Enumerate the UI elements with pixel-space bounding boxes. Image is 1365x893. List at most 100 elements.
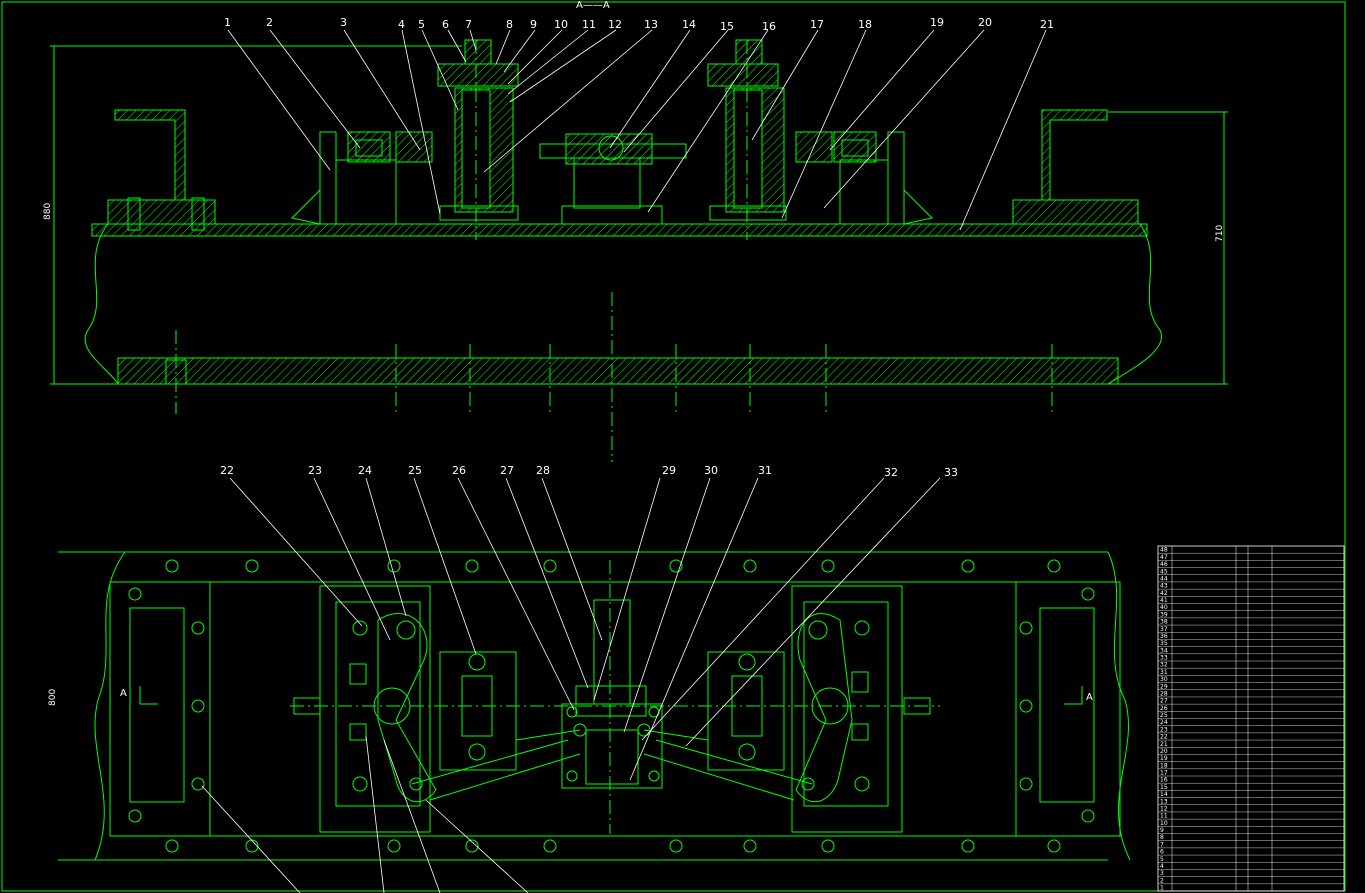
bom-row-number: 37 [1160, 626, 1168, 633]
bom-row-number: 26 [1160, 705, 1168, 712]
bom-table: 4847464544434241403938373635343332313029… [1157, 545, 1345, 892]
bom-row-number: 31 [1160, 669, 1168, 676]
bom-row-number: 25 [1160, 712, 1168, 719]
bom-row-number: 3 [1160, 870, 1164, 877]
bom-row-number: 39 [1160, 611, 1168, 618]
balloon-29: 29 [662, 464, 676, 477]
bom-row-number: 19 [1160, 755, 1168, 762]
balloon-31: 31 [758, 464, 772, 477]
bom-row-number: 18 [1160, 762, 1168, 769]
bom-row-number: 15 [1160, 784, 1168, 791]
balloon-33: 33 [944, 466, 958, 479]
bom-row-number: 9 [1160, 827, 1164, 834]
bom-row-number: 42 [1160, 590, 1168, 597]
balloon-14: 14 [682, 18, 696, 31]
balloon-9: 9 [530, 18, 537, 31]
bom-row-number: 30 [1160, 676, 1168, 683]
balloon-17: 17 [810, 18, 824, 31]
balloon-21: 21 [1040, 18, 1054, 31]
bom-row-number: 43 [1160, 583, 1168, 590]
bom-row-number: 40 [1160, 604, 1168, 611]
view-marker-right: A [1086, 692, 1093, 703]
bom-row-number: 35 [1160, 640, 1168, 647]
bolt-circles [128, 559, 1095, 853]
balloon-3: 3 [340, 16, 347, 29]
base-plate [91, 223, 1148, 237]
bom-row-number: 45 [1160, 568, 1168, 575]
lower-plate [117, 357, 1119, 385]
plan-view-bottom [58, 551, 1131, 861]
bom-row-number: 7 [1160, 841, 1164, 848]
bom-row-number: 1 [1160, 885, 1164, 892]
bom-row-number: 16 [1160, 777, 1168, 784]
balloon-5: 5 [418, 18, 425, 31]
balloon-8: 8 [506, 18, 513, 31]
bom-row-number: 4 [1160, 863, 1164, 870]
plan-break-right [1107, 551, 1131, 861]
balloon-13: 13 [644, 18, 658, 31]
balloon-11: 11 [582, 18, 596, 31]
bom-row-number: 22 [1160, 734, 1168, 741]
bom-row-number: 27 [1160, 698, 1168, 705]
bom-row-number: 10 [1160, 820, 1168, 827]
balloon-12: 12 [608, 18, 622, 31]
leader-lines-top [227, 29, 1047, 231]
bom-row-number: 17 [1160, 770, 1168, 777]
bom-row-number: 28 [1160, 690, 1168, 697]
plan-break-left [94, 551, 126, 861]
dim-inner-height: 710 [1215, 225, 1225, 242]
bom-row-number: 12 [1160, 805, 1168, 812]
section-view-top [50, 39, 1228, 462]
break-line-left [84, 223, 119, 385]
balloon-18: 18 [858, 18, 872, 31]
bom-row-number: 20 [1160, 748, 1168, 755]
balloon-28: 28 [536, 464, 550, 477]
balloon-27: 27 [500, 464, 514, 477]
bom-row-number: 46 [1160, 561, 1168, 568]
section-label: A——A [576, 0, 610, 11]
dim-overall-height: 880 [43, 203, 53, 220]
balloons-bottom: 22 23 24 25 26 27 28 29 30 31 32 33 [220, 464, 958, 479]
balloon-22: 22 [220, 464, 234, 477]
balloon-23: 23 [308, 464, 322, 477]
bom-row-number: 33 [1160, 655, 1168, 662]
bom-row-number: 24 [1160, 719, 1168, 726]
bom-row-number: 14 [1160, 791, 1168, 798]
dim-plan-height: 800 [48, 689, 58, 706]
bom-row-number: 8 [1160, 834, 1164, 841]
bom-row-number: 48 [1160, 547, 1168, 554]
bom-row-number: 38 [1160, 619, 1168, 626]
balloon-6: 6 [442, 18, 449, 31]
balloon-19: 19 [930, 16, 944, 29]
leader-lines-bottom [201, 477, 941, 893]
balloon-20: 20 [978, 16, 992, 29]
balloon-30: 30 [704, 464, 718, 477]
balloon-24: 24 [358, 464, 372, 477]
balloon-1: 1 [224, 16, 231, 29]
bom-row-number: 13 [1160, 798, 1168, 805]
bom-row-number: 6 [1160, 849, 1164, 856]
balloon-16: 16 [762, 20, 776, 33]
right-bracket [1041, 109, 1108, 201]
balloon-4: 4 [398, 18, 405, 31]
bom-row-number: 2 [1160, 877, 1164, 884]
view-marker-left: A [120, 688, 127, 699]
left-bracket [114, 109, 186, 201]
bom-row-number: 21 [1160, 741, 1168, 748]
balloon-32: 32 [884, 466, 898, 479]
balloon-15: 15 [720, 20, 734, 33]
balloon-10: 10 [554, 18, 568, 31]
balloons-top: 1 2 3 4 5 6 7 8 9 10 11 12 13 14 15 16 1… [224, 16, 1054, 33]
bom-row-number: 5 [1160, 856, 1164, 863]
bom-row-number: 47 [1160, 554, 1168, 561]
bom-row-number: 36 [1160, 633, 1168, 640]
bom-row-number: 11 [1160, 813, 1168, 820]
bom-row-number: 32 [1160, 662, 1168, 669]
bom-row-number: 23 [1160, 726, 1168, 733]
balloon-2: 2 [266, 16, 273, 29]
balloon-25: 25 [408, 464, 422, 477]
bom-row-number: 41 [1160, 597, 1168, 604]
balloon-26: 26 [452, 464, 466, 477]
